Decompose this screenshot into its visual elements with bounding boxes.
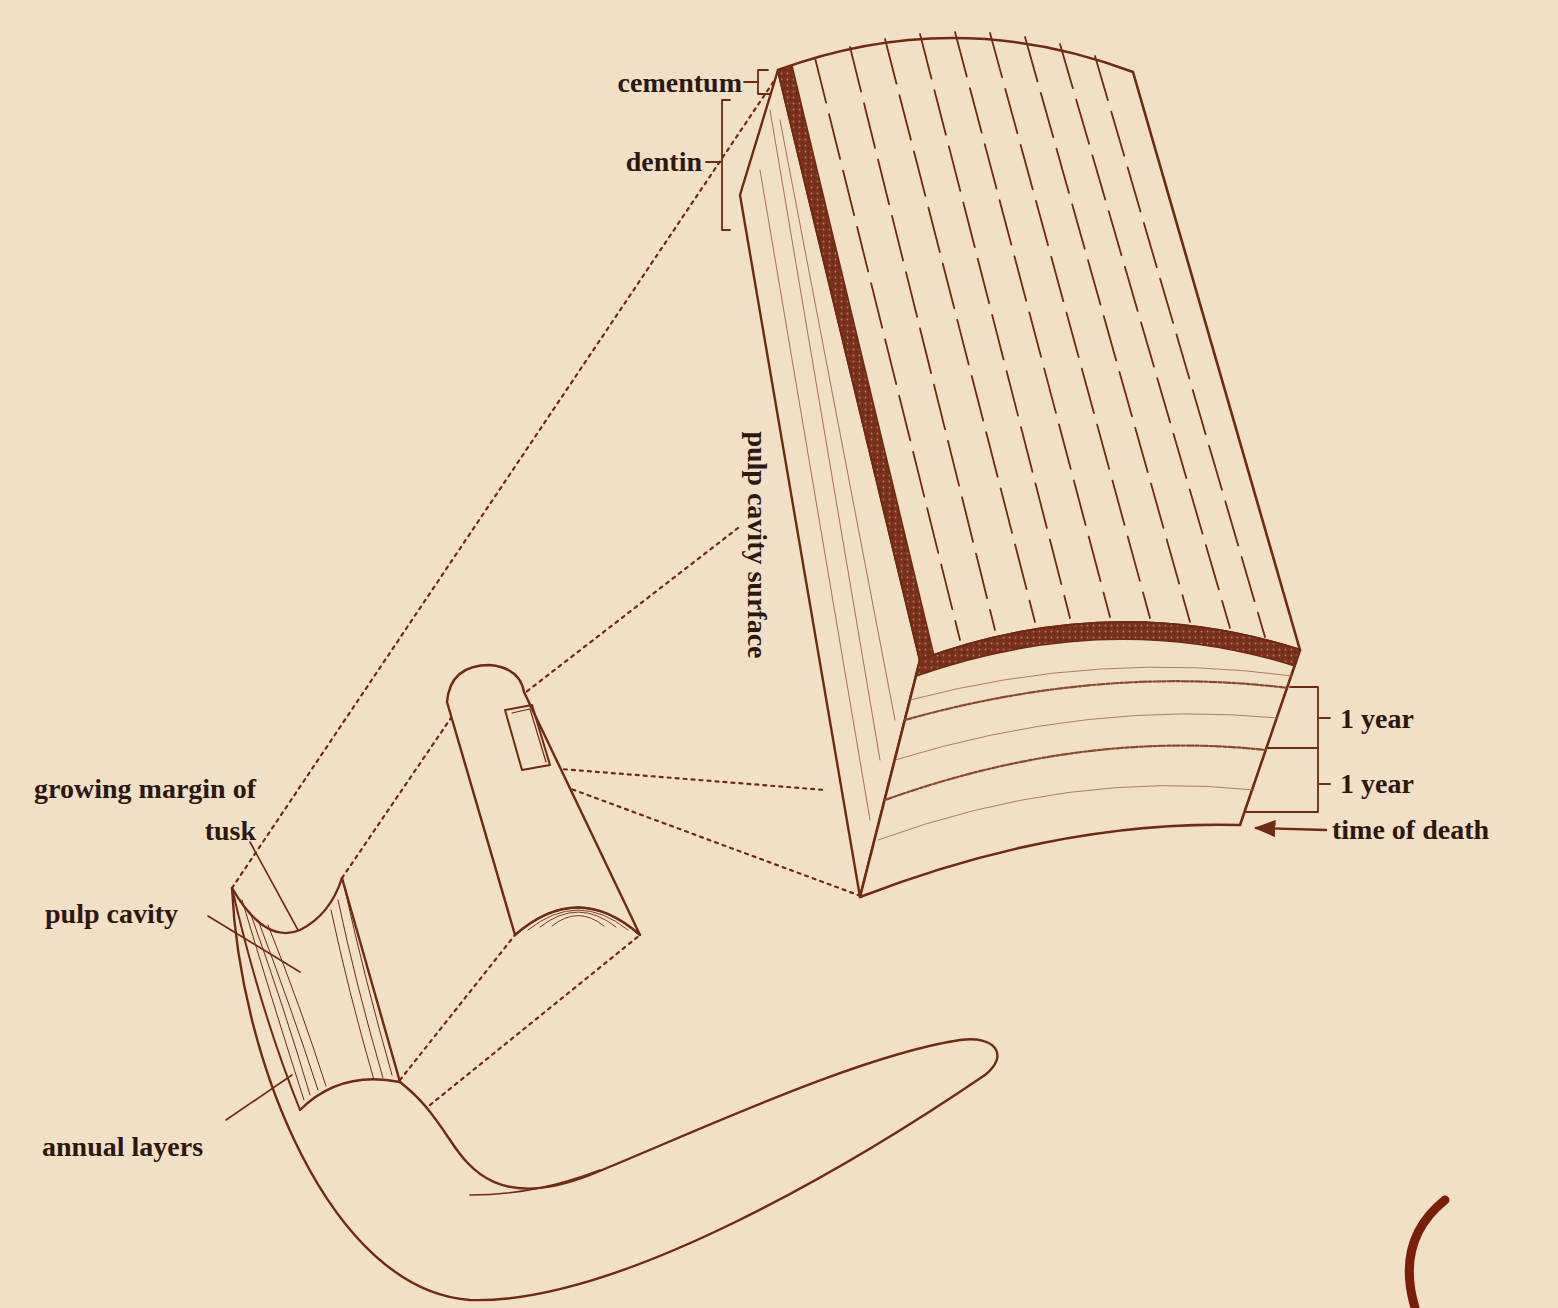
arrow (1256, 828, 1326, 830)
tusk-outline (232, 878, 997, 1300)
part-label: pulp cavity surface (740, 385, 774, 705)
part-label: growing margin of tusk (6, 768, 256, 852)
part-label: pulp cavity (45, 897, 265, 931)
leader-line (208, 842, 300, 1120)
part-label: 1 year (1340, 767, 1540, 801)
ornament (1409, 1200, 1445, 1308)
annual-layer-lines (242, 890, 392, 1100)
bracket (706, 70, 1330, 812)
part-label: cementum (522, 66, 742, 100)
annual-layer-lines (885, 681, 1288, 800)
part-label: 1 year (1340, 702, 1540, 736)
part-label: annual layers (42, 1130, 282, 1164)
part-label: dentin (482, 145, 702, 179)
dentin-tubule-lines (815, 32, 1265, 640)
enlarged-block (740, 32, 1300, 897)
part-label: time of death (1332, 813, 1558, 847)
sample-block (447, 665, 640, 935)
